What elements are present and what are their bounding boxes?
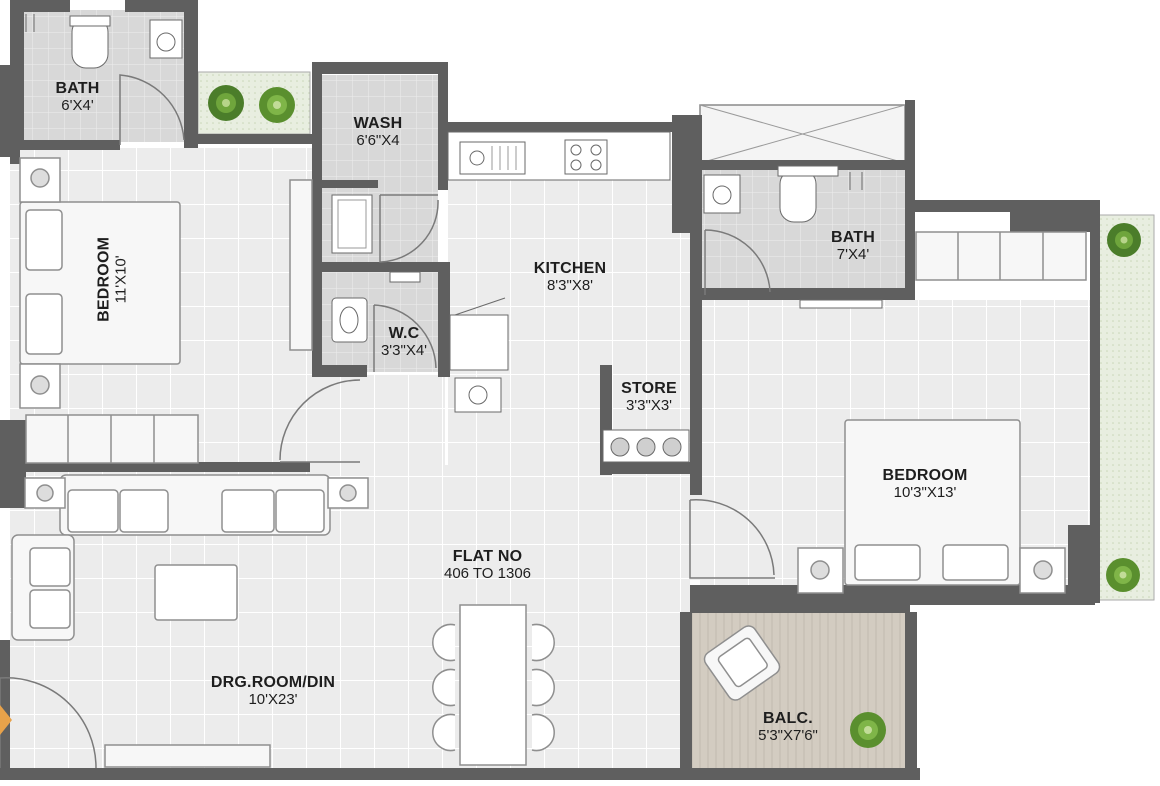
room-size: 7'X4'	[836, 245, 870, 263]
bed-right	[844, 419, 1021, 586]
room-name: BATH	[830, 229, 876, 246]
plant-icon	[850, 712, 886, 748]
passage-floor	[300, 375, 445, 470]
plant-icon	[1107, 223, 1141, 257]
room-label-bath-top-left: BATH 6'X4'	[30, 80, 125, 115]
door-wash	[379, 194, 439, 263]
room-label-bedroom-right: BEDROOM 10'3"X13'	[860, 467, 990, 502]
furniture	[11, 157, 1087, 768]
room-name: STORE	[621, 380, 677, 397]
room-name: KITCHEN	[533, 260, 607, 277]
door-wc	[373, 304, 437, 372]
tv-unit-left	[289, 179, 313, 351]
room-size: 3'3"X3'	[625, 396, 673, 414]
room-label-drawing: DRG.ROOM/DIN 10'X23'	[198, 674, 348, 709]
bedroom-right-entry-floor	[690, 490, 780, 580]
planter-right	[1097, 214, 1155, 601]
doors	[0, 74, 775, 769]
wardrobe-right	[915, 231, 1087, 281]
room-label-flat-no: FLAT NO 406 TO 1306	[425, 548, 550, 583]
flat-no-range: 406 TO 1306	[443, 564, 532, 582]
room-name: BATH	[55, 80, 100, 97]
plants	[208, 85, 1141, 748]
door-bath-right	[704, 229, 771, 295]
coffee-table	[154, 564, 238, 621]
room-name: BALC.	[763, 710, 813, 727]
door-bath-top-left	[119, 74, 185, 145]
room-label-bedroom-left: BEDROOM 11'X10'	[96, 219, 131, 339]
room-size: 11'X10'	[112, 255, 130, 304]
entry-arrow-icon	[0, 705, 12, 735]
room-name: BEDROOM	[882, 467, 968, 484]
duct-cross-2	[699, 104, 906, 164]
flat-no-title: FLAT NO	[452, 548, 523, 565]
room-size: 8'3"X8'	[546, 276, 594, 294]
room-name: W.C	[388, 325, 420, 342]
balcony-floor	[690, 612, 910, 772]
room-label-store: STORE 3'3"X3'	[604, 380, 694, 415]
room-size: 6'X4'	[61, 96, 94, 114]
door-main	[0, 677, 97, 769]
room-label-kitchen: KITCHEN 8'3"X8'	[515, 260, 625, 295]
room-name: WASH	[353, 115, 403, 132]
room-size: 5'3"X7'6"	[758, 726, 818, 744]
plant-icon	[259, 87, 295, 123]
wardrobe-left	[25, 414, 199, 464]
walls	[0, 0, 1100, 780]
plant-icon	[1106, 558, 1140, 592]
room-size: 6'6"X4	[356, 131, 400, 149]
room-size: 10'X23'	[248, 690, 298, 708]
room-label-bath-right: BATH 7'X4'	[808, 229, 898, 264]
dining-table	[459, 604, 527, 766]
room-size: 10'3"X13'	[893, 483, 957, 501]
room-size: 3'3"X4'	[380, 341, 428, 359]
plant-icon	[208, 85, 244, 121]
balcony-chair	[703, 625, 781, 701]
door-passage	[279, 379, 361, 463]
fixtures	[25, 14, 883, 463]
room-label-balcony: BALC. 5'3"X7'6"	[738, 710, 838, 745]
room-label-wc: W.C 3'3"X4'	[368, 325, 440, 360]
door-bedroom-right	[689, 499, 775, 579]
room-label-wash: WASH 6'6"X4	[328, 115, 428, 150]
tv-unit-living	[104, 744, 271, 768]
room-name: DRG.ROOM/DIN	[210, 674, 336, 691]
room-name: BEDROOM	[95, 236, 113, 322]
